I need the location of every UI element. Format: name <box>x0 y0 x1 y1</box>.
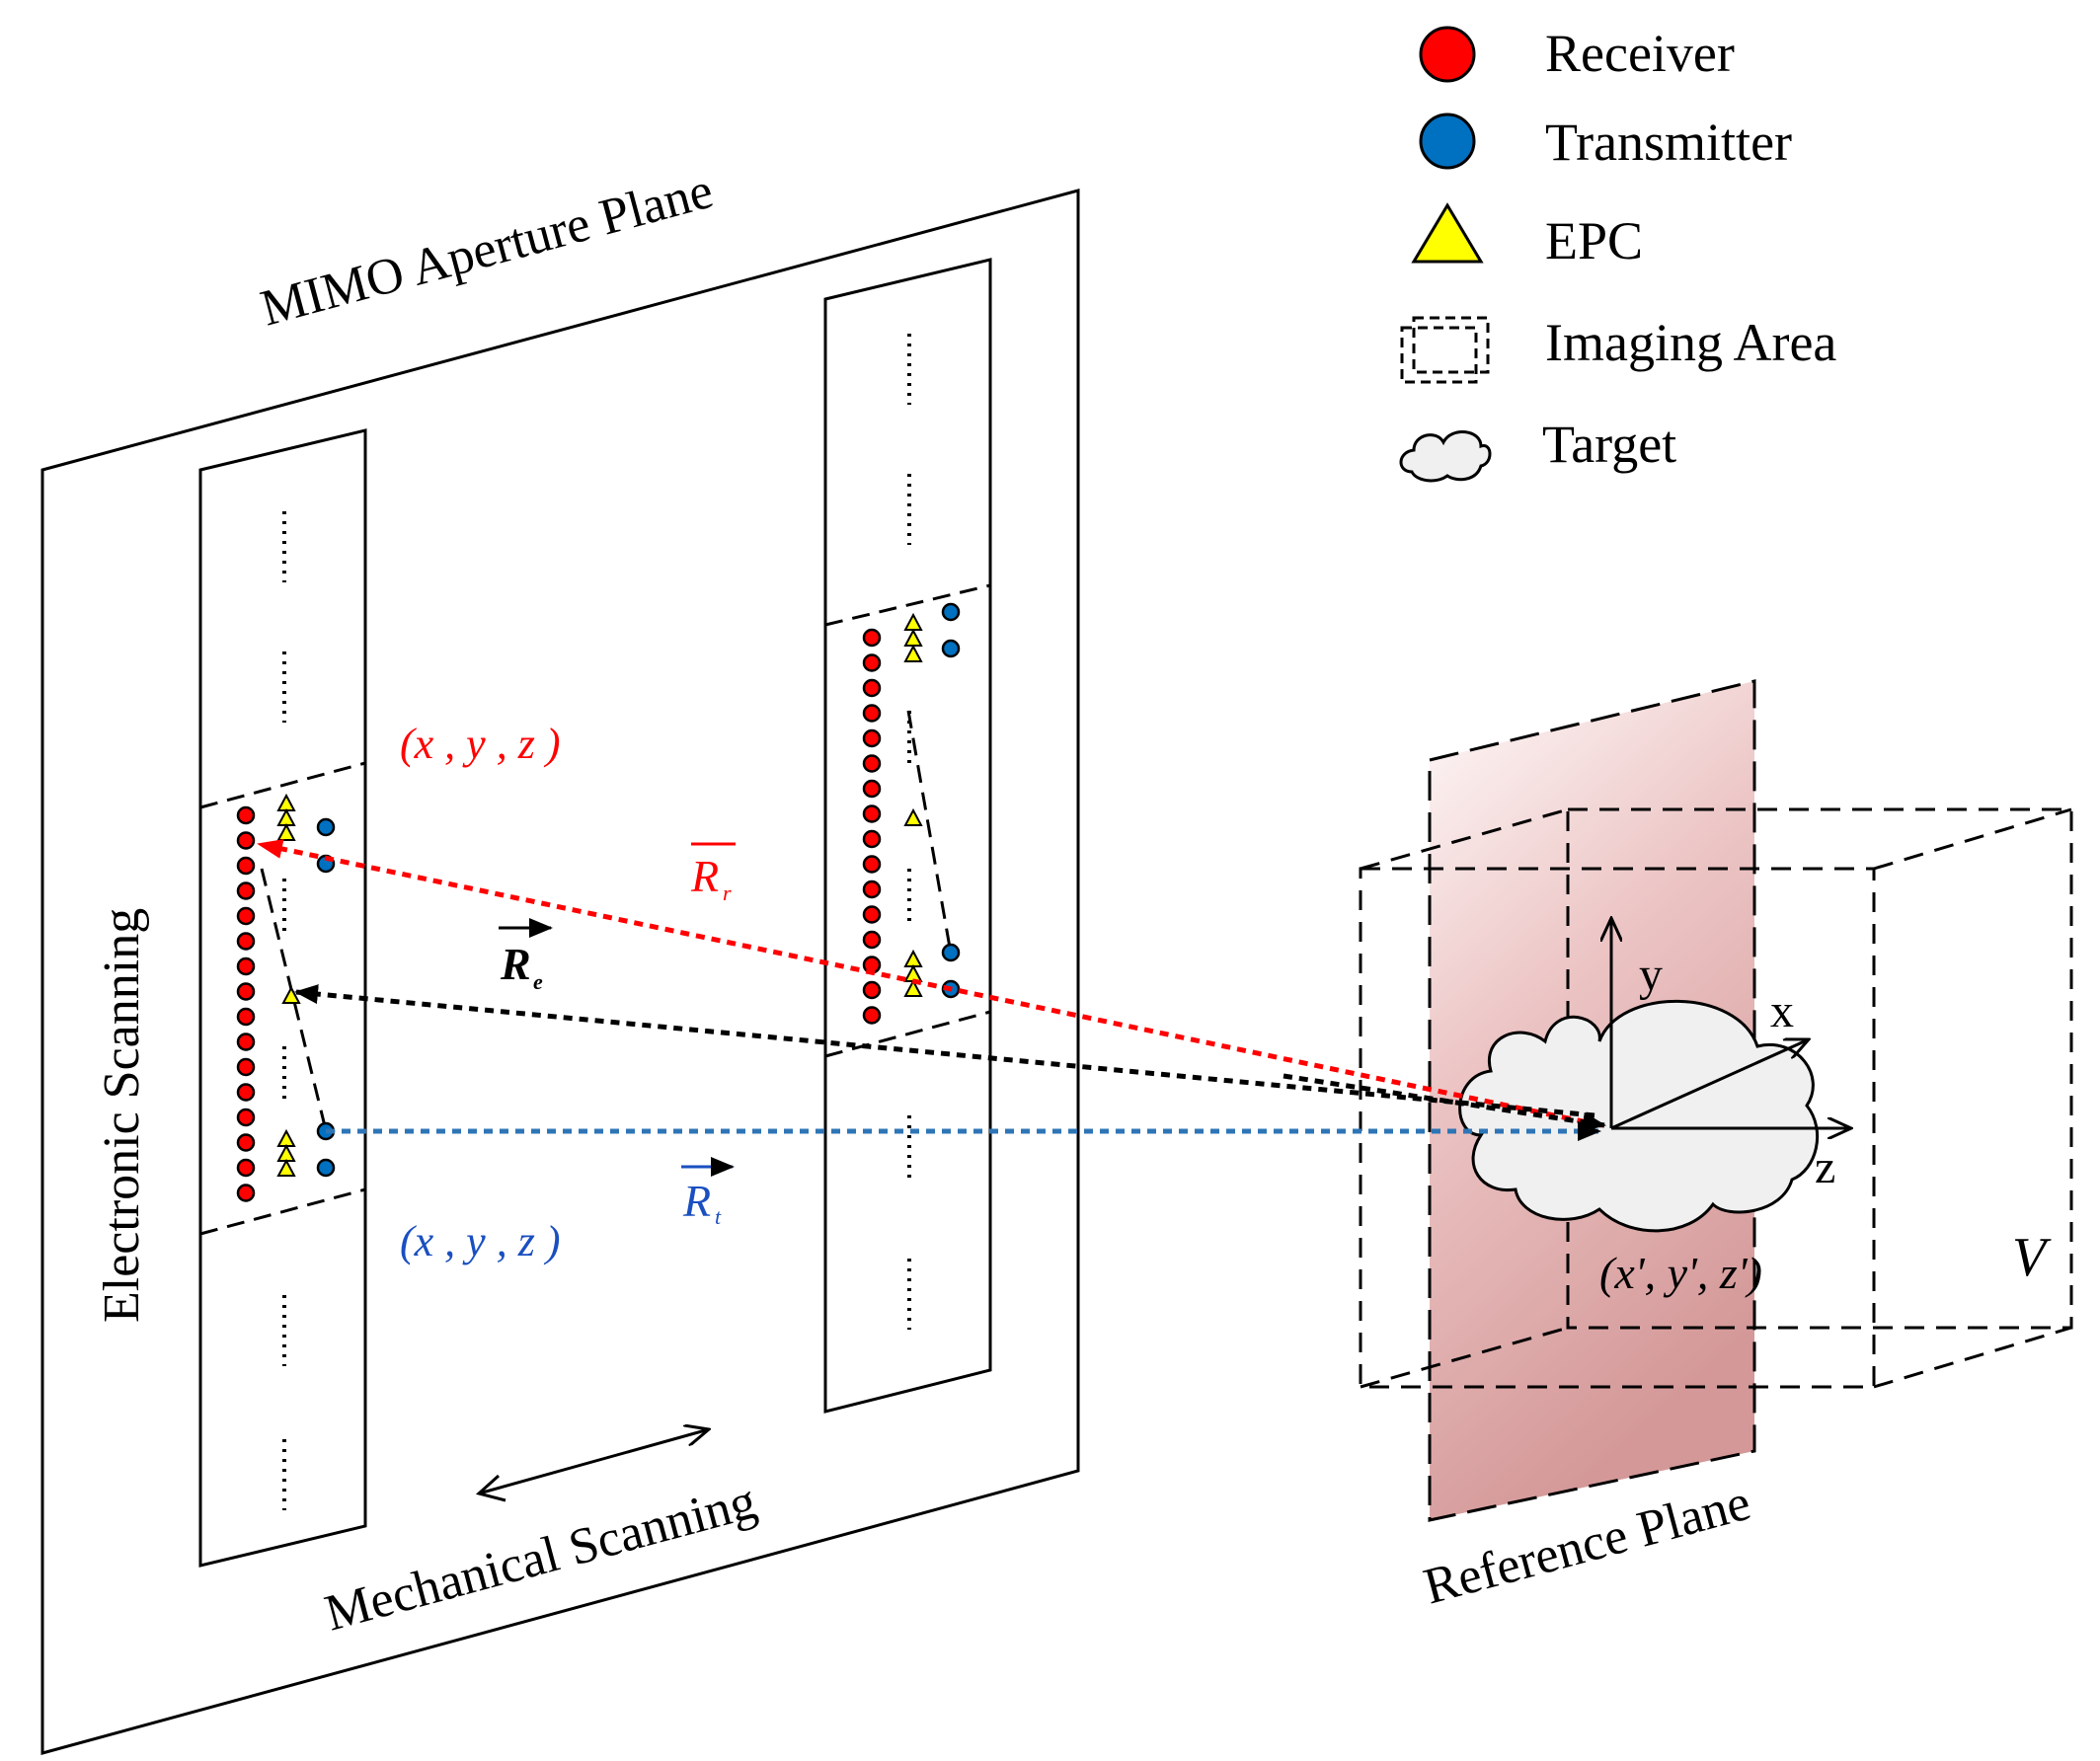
target-cloud-icon <box>1399 429 1492 483</box>
right-receiver-array <box>862 628 882 1025</box>
transmitter-element <box>941 639 961 658</box>
transmitter-element <box>941 943 961 962</box>
receiver-element <box>236 831 256 850</box>
svg-text:R: R <box>500 939 531 989</box>
volume-label: V <box>2012 1227 2052 1288</box>
epc-element <box>903 807 923 826</box>
receiver-element <box>862 980 882 1000</box>
receiver-element <box>236 1083 256 1102</box>
receiver-element <box>862 930 882 950</box>
epc-element <box>276 1143 296 1162</box>
receiver-element <box>236 881 256 900</box>
epc-element <box>276 793 296 811</box>
epc-element <box>276 807 296 826</box>
receiver-element <box>236 1108 256 1127</box>
transmitter-element <box>316 1158 336 1178</box>
transmitter-element <box>316 817 336 837</box>
axis-x-label: x <box>1770 985 1794 1037</box>
epc-element <box>903 949 923 967</box>
epc-element <box>903 978 923 997</box>
receiver-element <box>862 829 882 849</box>
legend-receiver-label: Receiver <box>1545 24 1735 83</box>
epc-triangle-icon <box>1411 202 1484 264</box>
receiver-element <box>236 932 256 951</box>
receiver-element <box>236 906 256 926</box>
receiver-element <box>236 856 256 876</box>
epc-path <box>294 984 1595 1118</box>
coordinate-axes <box>1611 918 1851 1128</box>
receiver-element <box>236 982 256 1001</box>
legend-imaging-area-label: Imaging Area <box>1545 313 1836 372</box>
right-scanning-strip <box>823 258 992 1414</box>
epc-element <box>903 612 923 631</box>
target-coordinate: (x', y', z') <box>1599 1248 1762 1298</box>
receiver-element <box>236 957 256 976</box>
receiver-element <box>862 704 882 723</box>
vector-r-transmitter: R t <box>681 1157 735 1229</box>
epc-array <box>276 612 923 1177</box>
transmitter-coordinate: (x , y , z ) <box>400 1217 561 1265</box>
receiver-element <box>236 1184 256 1202</box>
receiver-element <box>862 804 882 823</box>
vector-r-receiver: R r <box>690 842 736 905</box>
transmitter-dot-icon <box>1419 113 1476 170</box>
receiver-dot-icon <box>1419 26 1476 83</box>
ellipsis-dots <box>282 334 911 1510</box>
receiver-element <box>236 805 256 825</box>
receiver-coordinate: (x , y , z ) <box>400 720 561 768</box>
receiver-element <box>862 880 882 899</box>
epc-element <box>276 1158 296 1177</box>
mechanical-scanning-arrow <box>478 1429 709 1495</box>
axis-z-label: z <box>1815 1141 1835 1193</box>
active-subaperture-boundaries <box>199 583 991 1236</box>
left-receiver-array <box>236 805 256 1202</box>
legend-transmitter-label: Transmitter <box>1545 113 1792 172</box>
receiver-element <box>236 1057 256 1077</box>
vector-r-epc: R e <box>499 918 553 994</box>
axis-y-label: y <box>1639 949 1663 1001</box>
transmitter-element <box>941 602 961 622</box>
receiver-element <box>236 1007 256 1027</box>
receiver-element <box>862 855 882 874</box>
epc-path-head <box>1283 1073 1606 1132</box>
receiver-element <box>862 628 882 648</box>
epc-element <box>903 644 923 662</box>
left-scanning-strip <box>198 428 367 1568</box>
epc-element <box>276 822 296 841</box>
receiver-element <box>862 653 882 672</box>
receiver-element <box>236 1158 256 1178</box>
receiver-element <box>862 905 882 924</box>
svg-text:R: R <box>690 851 719 901</box>
receiver-element <box>862 779 882 799</box>
imaging-area-box-icon <box>1400 316 1490 384</box>
aperture-plane <box>40 189 1080 1755</box>
svg-text:R: R <box>682 1176 711 1226</box>
legend-epc-label: EPC <box>1545 211 1643 270</box>
receiver-element <box>862 728 882 748</box>
transmitter-array <box>316 602 961 1178</box>
aperture-plane-label: MIMO Aperture Plane <box>255 163 719 338</box>
epc-element <box>903 628 923 647</box>
receiver-element <box>862 678 882 698</box>
epc-element <box>276 1128 296 1147</box>
receiver-element <box>236 1033 256 1051</box>
svg-text:r: r <box>723 880 732 905</box>
receiver-path <box>257 839 1602 1128</box>
svg-text:t: t <box>715 1204 722 1229</box>
receiver-element <box>236 1133 256 1152</box>
receiver-element <box>862 1006 882 1025</box>
receiver-element <box>862 754 882 773</box>
legend-target-label: Target <box>1542 415 1676 474</box>
legend: Receiver Transmitter EPC Imaging Area Ta… <box>1399 24 1836 483</box>
electronic-scanning-label: Electronic Scanning <box>94 908 150 1323</box>
svg-text:e: e <box>533 969 543 994</box>
